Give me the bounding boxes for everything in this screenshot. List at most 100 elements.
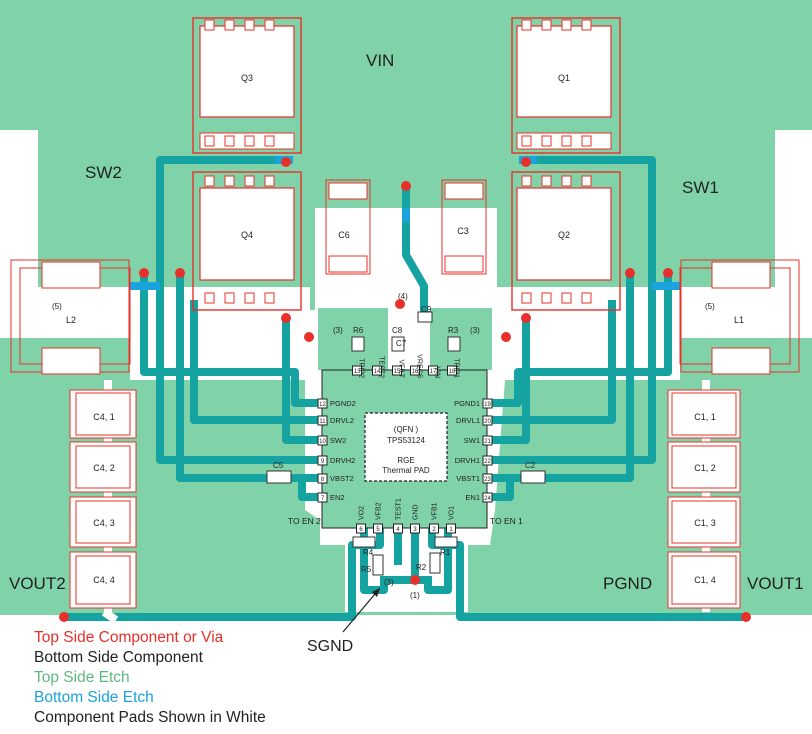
ic-pin-name-20: DRVL1 — [456, 416, 480, 425]
ic-pin-name-4: TEST1 — [396, 498, 403, 520]
l1-note: (5) — [705, 302, 715, 311]
q3-mosfet: Q3 — [192, 17, 302, 154]
ic-pin-name-24: EN1 — [465, 493, 480, 502]
ic-pin-11 — [317, 415, 328, 426]
ic-pin-num-5: 5 — [376, 527, 380, 533]
ic-pin-num-20: 20 — [484, 419, 491, 425]
bulk-caps: C6 C3 — [325, 179, 487, 275]
ic-pin-num-16: 16 — [412, 369, 419, 375]
ic-pin-num-10: 10 — [319, 439, 326, 445]
l2-note: (5) — [52, 302, 62, 311]
c1-3-label: C1, 3 — [694, 518, 716, 528]
ic-pin-2 — [429, 523, 439, 534]
l2-label: L2 — [66, 315, 76, 325]
ic-pin-9 — [317, 455, 328, 466]
ic-pin-name-8: VBST2 — [330, 474, 354, 483]
net-label-sw2: SW2 — [85, 163, 122, 182]
ic-pin-num-8: 8 — [321, 477, 325, 483]
ic-pin-name-1: VO1 — [449, 506, 456, 520]
r1-label: R1 — [440, 548, 451, 557]
ic-pin-name-7: EN2 — [330, 493, 345, 502]
net-label-sw1: SW1 — [682, 178, 719, 197]
c6-label: C6 — [338, 230, 350, 240]
ic-pin-21 — [482, 435, 493, 446]
ic-pin-num-4: 4 — [396, 527, 400, 533]
q4-mosfet: Q4 — [192, 171, 302, 311]
to-en2-label: TO EN 2 — [288, 516, 321, 526]
ic-pin-num-7: 7 — [321, 496, 325, 502]
r2-label: R2 — [416, 563, 427, 572]
ic-pin-10 — [317, 435, 328, 446]
ic-pin-name-6: VO2 — [359, 506, 366, 520]
ic-pin-name-2: VFB1 — [432, 502, 439, 520]
top-traces — [64, 156, 746, 621]
c8-label: C8 — [392, 326, 403, 335]
legend-item-3: Top Side Etch — [34, 669, 130, 686]
ic-pin-4 — [393, 523, 403, 534]
ic-pin-5 — [373, 523, 383, 534]
ic-pin-24 — [482, 492, 493, 503]
ic-pin-12 — [317, 398, 328, 409]
c4-3-label: C4, 3 — [93, 518, 115, 528]
legend-item-4: Bottom Side Etch — [34, 689, 154, 706]
ic-pin-name-22: DRVH1 — [455, 456, 480, 465]
legend-item-5: Component Pads Shown in White — [34, 709, 266, 726]
ic-pin-name-17: VIN — [434, 366, 441, 378]
c2-label: C2 — [525, 461, 536, 470]
c4-4-label: C4, 4 — [93, 575, 115, 585]
c1-1-label: C1, 1 — [694, 412, 716, 422]
ic-pin-num-22: 22 — [484, 459, 491, 465]
net-label-vout1: VOUT1 — [747, 574, 804, 593]
ic-pin-num-18: 18 — [449, 369, 456, 375]
sgnd-arrow — [342, 587, 381, 633]
ic-pin-23 — [482, 473, 493, 484]
legend-item-2: Bottom Side Component — [34, 649, 203, 666]
ic-pin-16 — [410, 365, 420, 376]
c3-label: C3 — [457, 226, 469, 236]
ic-pin-num-14: 14 — [374, 369, 381, 375]
c5-label: C5 — [273, 461, 284, 470]
ic-pin-name-23: VBST1 — [456, 474, 480, 483]
net-label-vout2: VOUT2 — [9, 574, 66, 593]
ic-pin-6 — [356, 523, 366, 534]
ic-pin-num-9: 9 — [321, 459, 325, 465]
ic-pin-13 — [352, 365, 362, 376]
ic-pin-name-15: VFILT — [398, 359, 405, 378]
ic-pin-name-19: PGND1 — [454, 399, 480, 408]
center-right-copper — [430, 308, 492, 370]
ic-pin-1 — [446, 523, 456, 534]
ic-pin-22 — [482, 455, 493, 466]
r5-label: R5 — [361, 565, 372, 574]
ic-pin-num-21: 21 — [484, 439, 491, 445]
ic-pin-num-13: 13 — [354, 369, 361, 375]
note3-right: (3) — [470, 326, 480, 335]
ic-pad-line2: Thermal PAD — [382, 466, 430, 475]
ic-pin-num-2: 2 — [432, 527, 436, 533]
note3-bottom: (3) — [384, 578, 394, 587]
c4-2-label: C4, 2 — [93, 463, 115, 473]
c4-1-label: C4, 1 — [93, 412, 115, 422]
note1: (1) — [410, 591, 420, 600]
ic-pin-20 — [482, 415, 493, 426]
ic-pin-num-17: 17 — [430, 369, 437, 375]
ic-package: (QFN ) — [394, 425, 419, 434]
r6-label: R6 — [353, 326, 364, 335]
ic-pin-14 — [372, 365, 382, 376]
ic-pin-name-16: VREG5 — [416, 354, 423, 378]
ic-pin-num-3: 3 — [413, 527, 417, 533]
net-label-vin: VIN — [366, 51, 394, 70]
ic-pin-num-24: 24 — [484, 496, 491, 502]
q2-label: Q2 — [558, 230, 570, 240]
c9-label: C9 — [421, 305, 432, 314]
q1-label: Q1 — [558, 73, 570, 83]
inductors: (5) L2 (5) L1 — [10, 259, 800, 375]
ic-pin-name-14: TEST2 — [378, 356, 385, 378]
ic-pin-name-21: SW1 — [464, 436, 480, 445]
ic-pin-name-10: SW2 — [330, 436, 346, 445]
ic-pin-name-13: TRIP2 — [358, 358, 365, 378]
vin-plane — [0, 0, 812, 130]
output-caps — [69, 389, 741, 609]
